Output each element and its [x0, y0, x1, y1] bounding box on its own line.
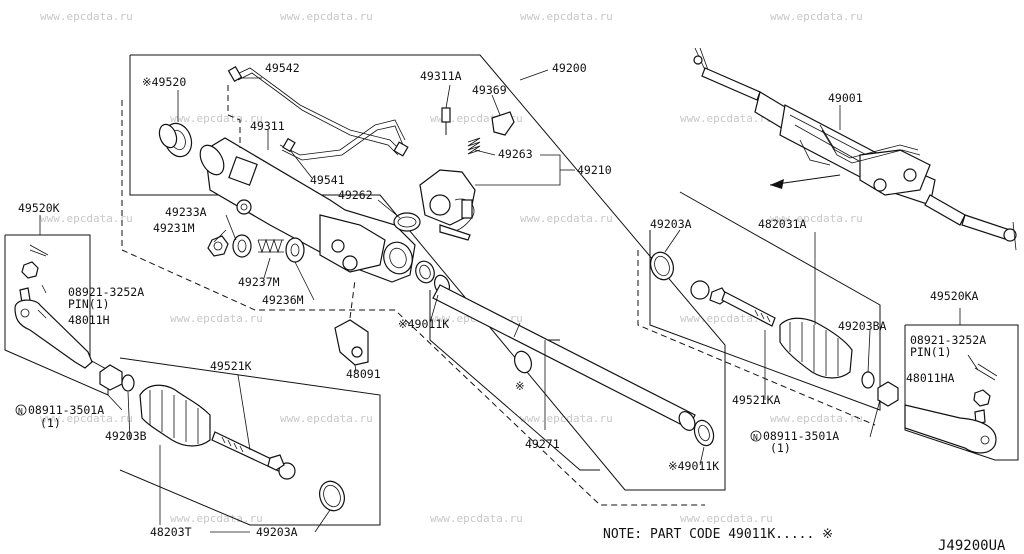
rack-tube-49271 — [432, 284, 696, 431]
label-pin-left: PIN(1) — [68, 297, 110, 311]
watermark: www.epcdata.ru — [770, 412, 863, 425]
watermark: www.epcdata.ru — [280, 10, 373, 23]
label-49200: 49200 — [552, 61, 587, 75]
label-49263: 49263 — [498, 147, 533, 161]
label-49520KA: 49520KA — [930, 289, 979, 303]
watermark: www.epcdata.ru — [770, 212, 863, 225]
watermark: www.epcdata.ru — [170, 512, 263, 525]
small-parts: ※ — [158, 107, 715, 447]
label-08921-left: 08921-3252A — [68, 285, 144, 299]
part-labels: ※49520 49542 49311A 49200 49369 49001 49… — [15, 61, 986, 539]
watermark: www.epcdata.ru — [520, 10, 613, 23]
label-49311A: 49311A — [420, 69, 462, 83]
watermark: www.epcdata.ru — [40, 212, 133, 225]
label-48011HA: 48011HA — [906, 371, 955, 385]
label-49237M: 49237M — [238, 275, 280, 289]
label-49011K-mid: ※49011K — [398, 317, 449, 331]
label-08911-left: 08911-3501A — [28, 403, 104, 417]
label-08911-right: 08911-3501A — [763, 429, 839, 443]
label-48091: 48091 — [346, 367, 381, 381]
watermark: www.epcdata.ru — [280, 412, 373, 425]
watermark: www.epcdata.ru — [40, 10, 133, 23]
watermark: www.epcdata.ru — [680, 112, 773, 125]
left-boot-kit — [99, 364, 345, 512]
frame-right-dashed — [637, 250, 876, 426]
watermark: www.epcdata.ru — [170, 312, 263, 325]
label-49011K-low: ※49011K — [668, 459, 719, 473]
label-49203B: 49203B — [105, 429, 147, 443]
label-49233A: 49233A — [165, 205, 207, 219]
label-qty-right: (1) — [770, 441, 791, 455]
label-49210: 49210 — [577, 163, 612, 177]
part-code-note: NOTE: PART CODE 49011K..... ※ — [603, 527, 833, 542]
right-boot-kit — [650, 251, 899, 407]
label-49001: 49001 — [828, 91, 863, 105]
gear-housing-49200 — [199, 137, 476, 283]
label-48011H: 48011H — [68, 313, 110, 327]
watermark: www.epcdata.ru — [680, 512, 773, 525]
label-49520K: 49520K — [18, 201, 60, 215]
watermark: www.epcdata.ru — [170, 112, 263, 125]
label-49231M: 49231M — [153, 221, 195, 235]
steering-gear-assembly-49001 — [693, 47, 1017, 251]
star-marker: ※ — [515, 379, 525, 393]
label-49203BA: 49203BA — [838, 319, 887, 333]
watermark: www.epcdata.ru — [680, 312, 773, 325]
label-482031A: 482031A — [758, 217, 807, 231]
leader-lines — [37, 69, 979, 533]
label-qty-left: (1) — [40, 416, 61, 430]
watermark: www.epcdata.ru — [770, 10, 863, 23]
n-symbol-left: N — [15, 404, 27, 416]
watermarks: www.epcdata.ru www.epcdata.ru www.epcdat… — [40, 10, 863, 525]
right-tie-rod-end — [904, 363, 998, 454]
label-49541: 49541 — [310, 173, 345, 187]
watermark: www.epcdata.ru — [430, 512, 523, 525]
label-49203A-left: 49203A — [256, 525, 298, 539]
watermark: www.epcdata.ru — [40, 412, 133, 425]
label-49311: 49311 — [250, 119, 285, 133]
label-49521K: 49521K — [210, 359, 252, 373]
frame-49200 — [129, 54, 726, 491]
label-49520: ※49520 — [142, 75, 186, 89]
label-49236M: 49236M — [262, 293, 304, 307]
label-49203A-right: 49203A — [650, 217, 692, 231]
pressure-lines — [227, 65, 409, 161]
frame-482031A — [649, 191, 881, 411]
label-pin-right: PIN(1) — [910, 345, 952, 359]
n-symbol-right: N — [750, 430, 762, 442]
left-tie-rod-end — [14, 244, 93, 369]
watermark: www.epcdata.ru — [520, 412, 613, 425]
label-08921-right: 08921-3252A — [910, 333, 986, 347]
label-49542: 49542 — [265, 61, 300, 75]
watermark: www.epcdata.ru — [520, 212, 613, 225]
label-49369: 49369 — [472, 83, 507, 97]
frame-48203T — [119, 357, 381, 526]
diagram-code: J49200UA — [938, 538, 1006, 554]
frame-49520-dashed — [121, 100, 705, 506]
arrow-head — [770, 179, 784, 189]
label-49271: 49271 — [525, 437, 560, 451]
label-49521KA: 49521KA — [732, 393, 781, 407]
svg-text:N: N — [18, 407, 23, 416]
label-49262: 49262 — [338, 188, 373, 202]
label-48203T: 48203T — [150, 525, 192, 539]
frame-49271 — [429, 290, 600, 471]
svg-text:N: N — [753, 433, 758, 442]
assembly-frames — [4, 54, 1019, 526]
